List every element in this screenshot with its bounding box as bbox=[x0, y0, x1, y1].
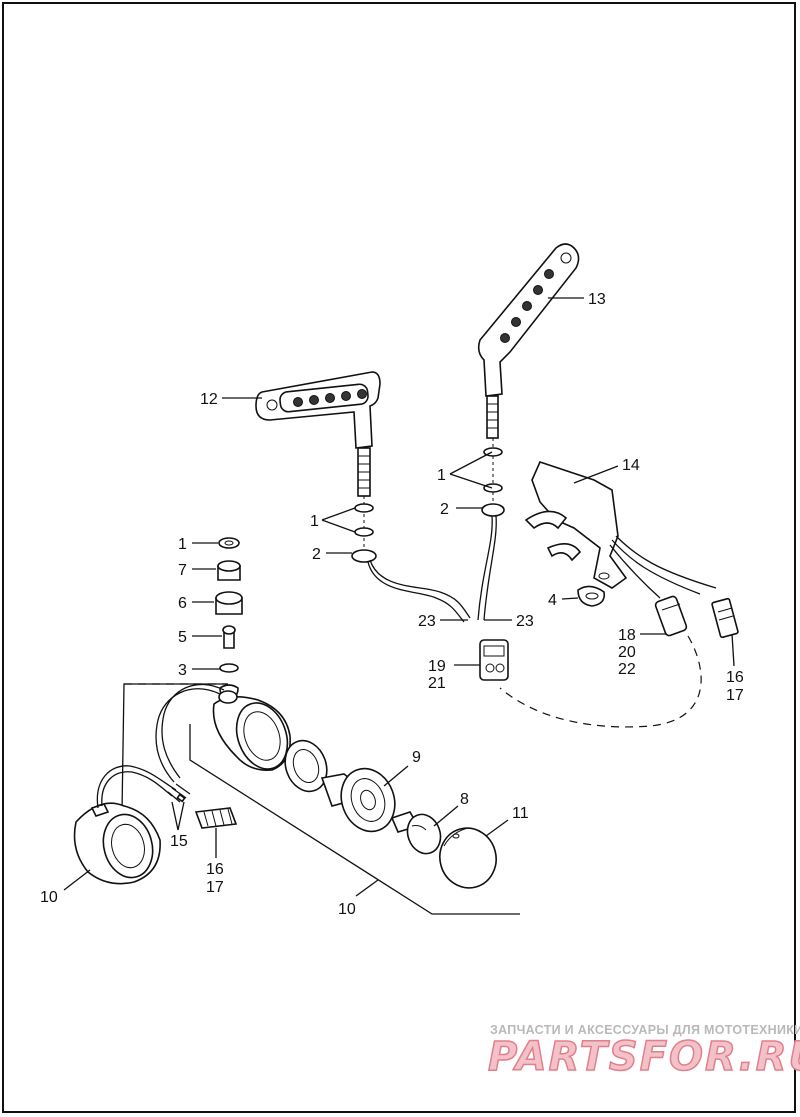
watermark-tagline: ЗАПЧАСТИ И АКСЕССУАРЫ ДЛЯ МОТОТЕХНИКИ bbox=[490, 1023, 800, 1037]
callout-1-right: 1 bbox=[437, 467, 446, 484]
callout-23-right: 23 bbox=[516, 613, 534, 630]
callout-13: 13 bbox=[588, 291, 606, 308]
washers-left bbox=[351, 496, 471, 623]
callout-11: 11 bbox=[512, 805, 529, 822]
callout-5: 5 bbox=[178, 629, 187, 646]
light-bar-right bbox=[477, 243, 580, 439]
callout-8: 8 bbox=[460, 791, 469, 808]
callout-19: 19 bbox=[428, 658, 446, 675]
callout-18: 18 bbox=[618, 627, 636, 644]
callout-22: 22 bbox=[618, 661, 636, 678]
callout-16-left: 16 bbox=[206, 861, 224, 878]
callout-1-mid: 1 bbox=[310, 513, 319, 530]
lamp-housing-left bbox=[73, 765, 177, 885]
callout-3: 3 bbox=[178, 662, 187, 679]
wire-ends-15 bbox=[167, 783, 191, 803]
bulb bbox=[390, 811, 442, 855]
callout-labels: 12 13 14 1 2 1 2 1 7 6 5 3 4 18 20 22 19… bbox=[40, 291, 744, 918]
grommet bbox=[577, 585, 606, 607]
callout-9: 9 bbox=[412, 749, 421, 766]
callout-23-left: 23 bbox=[418, 613, 436, 630]
terminal-pins bbox=[194, 807, 238, 829]
connector-19 bbox=[479, 639, 509, 681]
connector-16-right bbox=[711, 597, 739, 639]
callout-2-right: 2 bbox=[440, 501, 449, 518]
callout-1-left: 1 bbox=[178, 536, 187, 553]
watermark-brand: PARTSFOR.RU bbox=[488, 1034, 800, 1080]
reflector bbox=[340, 767, 396, 833]
callout-6: 6 bbox=[178, 595, 187, 612]
mount-bracket bbox=[524, 461, 717, 599]
lamp-housing-right bbox=[155, 683, 291, 783]
callout-17-right: 17 bbox=[726, 687, 744, 704]
callout-12: 12 bbox=[200, 391, 218, 408]
callout-16-right: 16 bbox=[726, 669, 744, 686]
callout-17-left: 17 bbox=[206, 879, 224, 896]
callout-10-right: 10 bbox=[338, 901, 356, 918]
callout-7: 7 bbox=[178, 562, 187, 579]
callout-10-left: 10 bbox=[40, 889, 58, 906]
hardware-stack bbox=[215, 537, 243, 701]
callout-15: 15 bbox=[170, 833, 188, 850]
washers-right bbox=[477, 438, 505, 621]
callout-20: 20 bbox=[618, 644, 636, 661]
lens bbox=[439, 827, 497, 889]
callout-14: 14 bbox=[622, 457, 640, 474]
callout-4: 4 bbox=[548, 592, 557, 609]
watermark: ЗАПЧАСТИ И АКСЕССУАРЫ ДЛЯ МОТОТЕХНИКИ PA… bbox=[487, 1023, 800, 1081]
leader-lines bbox=[63, 297, 735, 897]
callout-2-mid: 2 bbox=[312, 546, 321, 563]
callout-21: 21 bbox=[428, 675, 446, 692]
connector-18 bbox=[654, 595, 688, 637]
light-bar-left bbox=[255, 371, 381, 497]
